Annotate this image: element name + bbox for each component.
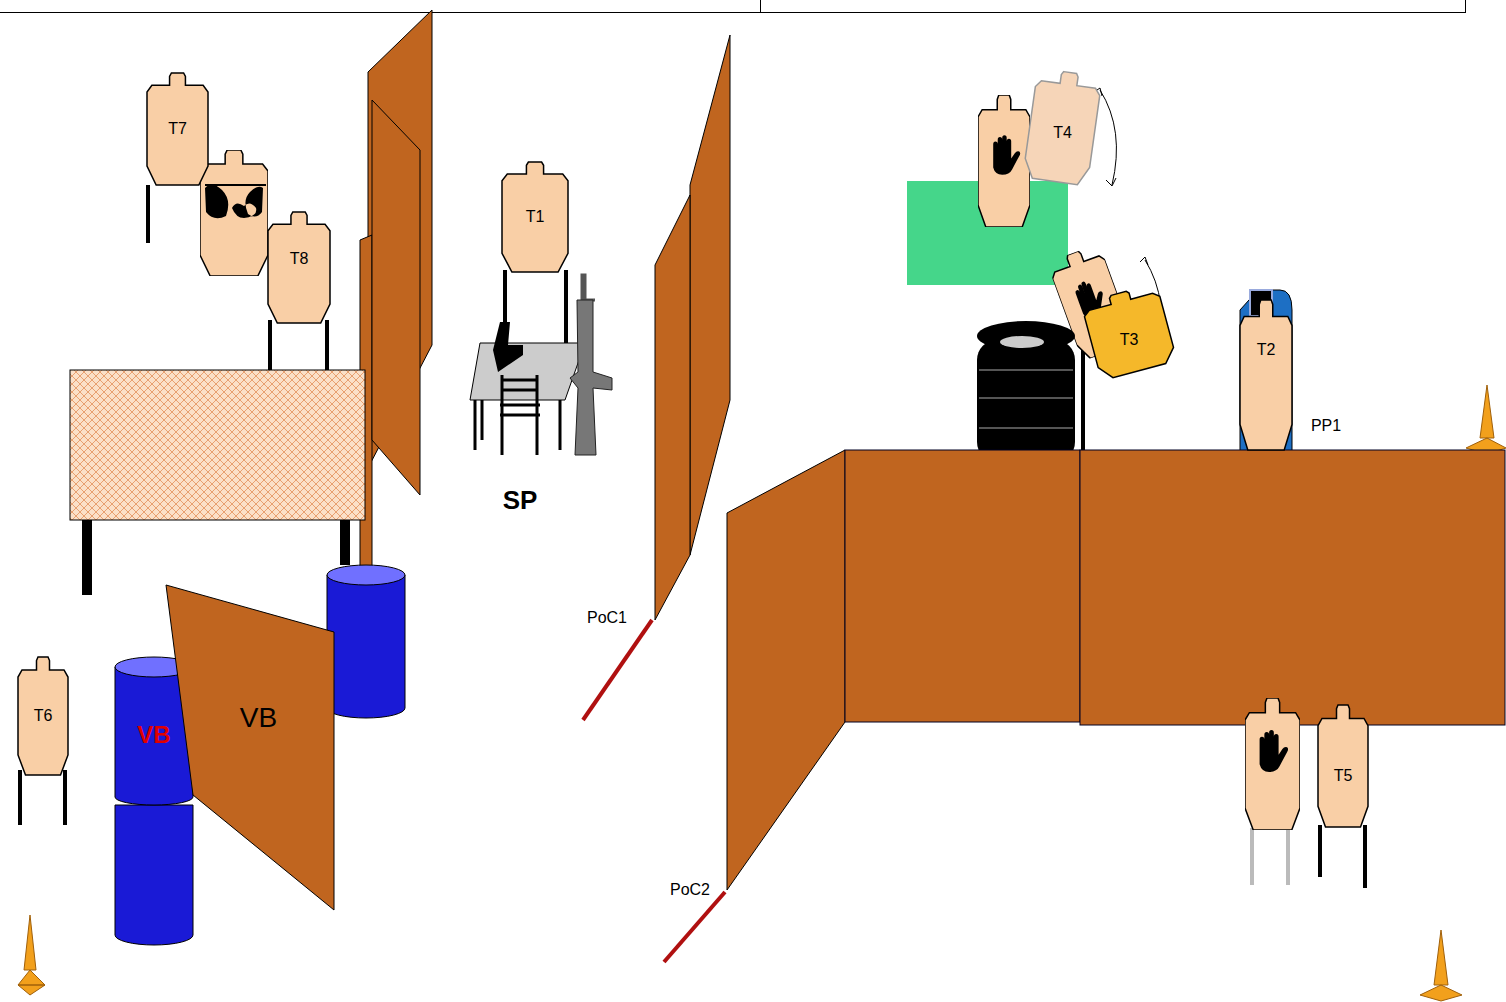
right-props <box>907 88 1292 452</box>
outline-part <box>268 212 330 323</box>
vision-barrier-label: VB <box>137 723 170 747</box>
target-number: T7 <box>168 121 187 137</box>
outline-part <box>166 585 334 910</box>
vision-barrier-label: VB <box>240 704 277 732</box>
outline <box>166 585 334 910</box>
drawing-part <box>205 184 266 186</box>
drawing-part <box>664 892 725 962</box>
frame-top-left <box>0 0 761 13</box>
outline-part <box>18 657 68 775</box>
target: T5 <box>1318 705 1368 827</box>
right-barrel <box>327 565 405 718</box>
outline-part <box>1240 300 1292 450</box>
start-table <box>470 275 612 455</box>
drawing-part <box>979 370 1073 428</box>
outline-part <box>1081 283 1177 380</box>
drawing-part <box>583 620 652 720</box>
drawing-part <box>1420 930 1462 1001</box>
target: T6 <box>18 657 68 775</box>
drawing-part <box>18 915 45 995</box>
drawing-part <box>200 150 268 276</box>
drawing-part <box>1245 698 1300 830</box>
outline-part <box>1081 283 1177 380</box>
drawing-part <box>70 370 365 520</box>
no-shoot-left <box>200 150 268 276</box>
drawing-part <box>977 321 1075 351</box>
drawing-part <box>1080 450 1505 725</box>
stage-label: SP <box>503 487 538 513</box>
drawing-part <box>655 195 690 620</box>
target: T8 <box>268 212 330 323</box>
drawing-part <box>993 135 1020 175</box>
drawing-part <box>1000 336 1044 348</box>
drawing-part <box>475 395 560 450</box>
walls <box>360 10 845 890</box>
outline <box>1318 705 1368 827</box>
target: T7 <box>147 73 208 185</box>
outline-part <box>502 162 568 272</box>
drawing-part <box>82 515 92 595</box>
outline <box>268 212 330 323</box>
target-number: T3 <box>1120 332 1139 348</box>
right-walls <box>845 450 1505 725</box>
fault-lines <box>583 620 725 962</box>
drawing-part <box>977 340 1075 462</box>
target-number: T1 <box>526 209 545 225</box>
outline-part <box>1023 68 1103 186</box>
drawing-part <box>570 300 612 455</box>
left-table <box>70 370 365 595</box>
drawing-part <box>1240 290 1292 452</box>
outline-part <box>18 657 68 775</box>
tires <box>977 321 1075 462</box>
drawing-part <box>115 805 193 945</box>
outline-part <box>268 212 330 323</box>
drawing-part <box>582 275 595 300</box>
stage-label: PoC1 <box>587 610 627 626</box>
cones <box>18 385 1506 1001</box>
drawing-part <box>327 565 405 585</box>
drawing-part <box>493 322 523 372</box>
no-shoot-bottom <box>1245 698 1300 830</box>
drawing-part <box>1100 90 1116 185</box>
target: T3 <box>1090 292 1168 372</box>
target: T4 <box>1030 72 1095 182</box>
target: T1 <box>502 162 568 272</box>
drawing-part <box>845 450 1080 722</box>
drawing-part <box>500 375 540 455</box>
drawing-part <box>372 100 420 495</box>
outline <box>1240 300 1292 450</box>
drawing-part <box>727 450 845 890</box>
wall-panel: VB <box>166 585 334 910</box>
stage-label: PoC2 <box>670 882 710 898</box>
target-number: T8 <box>290 251 309 267</box>
outline-part <box>502 162 568 272</box>
drawing-part <box>205 184 263 218</box>
outline-part <box>147 73 208 185</box>
target-number: T6 <box>34 708 53 724</box>
target-number: T4 <box>1053 125 1072 141</box>
outline-part <box>147 73 208 185</box>
outline-part <box>1318 705 1368 827</box>
drawing-part <box>340 515 350 565</box>
frame-top-right <box>760 0 1466 13</box>
stage-label: PP1 <box>1311 418 1341 434</box>
lower-barrel <box>115 805 193 945</box>
target: T2 <box>1240 300 1292 450</box>
target-number: T5 <box>1334 768 1353 784</box>
outline-part <box>1318 705 1368 827</box>
drawing-part <box>690 35 730 555</box>
drawing-part <box>978 95 1030 227</box>
outline-part <box>1240 300 1292 450</box>
outline-part <box>1023 68 1103 186</box>
drawing-part <box>327 575 405 718</box>
drawing-part <box>1260 730 1289 772</box>
drawing-part <box>1466 385 1506 454</box>
target-number: T2 <box>1257 342 1276 358</box>
